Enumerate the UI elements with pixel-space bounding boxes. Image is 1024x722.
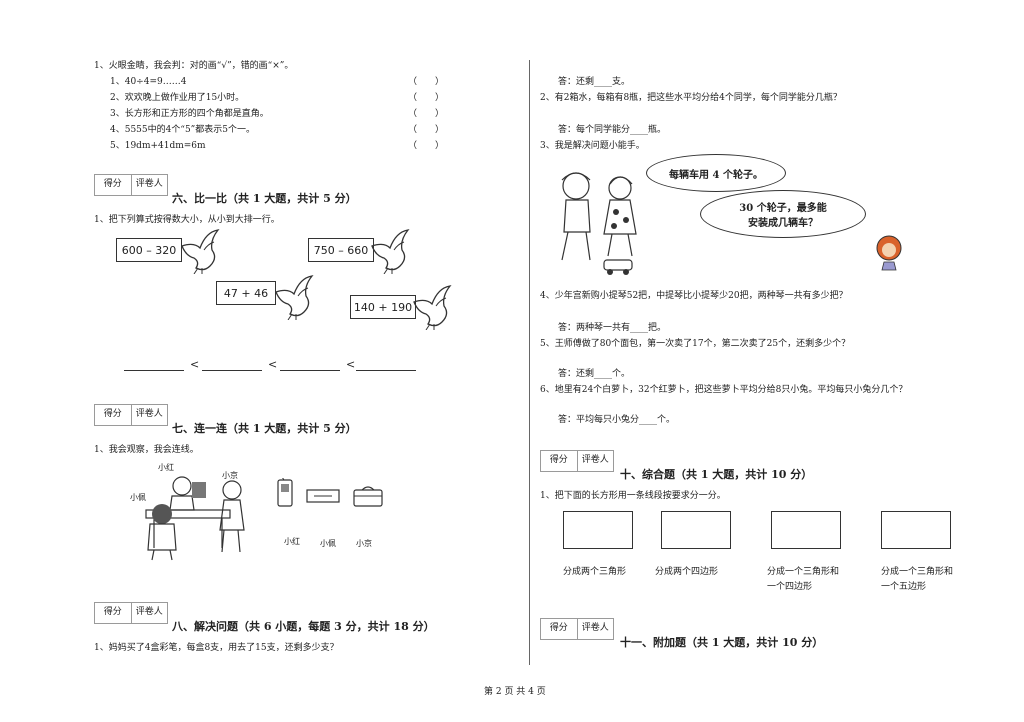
reviewer-label: 评卷人 <box>581 623 609 633</box>
name-label-xiaohong: 小红 <box>158 463 174 472</box>
section6-title: 六、比一比（共 1 大题，共计 5 分） <box>172 192 357 205</box>
speech-bubble-2: 30 个轮子，最多能 安装成几辆车？ <box>700 190 866 238</box>
score-label: 得分 <box>95 603 132 623</box>
dove-icon <box>371 229 410 274</box>
judge-item-5: 5、19dm+41dm=6m <box>110 141 206 151</box>
score-box-6: 得分 评卷人 <box>94 174 168 196</box>
question-5: 5、王师傅做了80个面包，第一次卖了17个，第二次卖了25个，还剩多少个？ <box>540 339 851 349</box>
name-label-xiaojing: 小京 <box>356 539 372 548</box>
rectangle-2[interactable] <box>661 511 731 549</box>
order-blank-1[interactable] <box>124 370 184 371</box>
caption-3-line-2: 一个四边形 <box>767 582 813 592</box>
section8-question-1: 1、妈妈买了4盒彩笔，每盒8支，用去了15支，还剩多少支？ <box>94 643 339 653</box>
speech-bubble-1: 每辆车用 4 个轮子。 <box>646 154 786 192</box>
score-label: 得分 <box>95 175 132 195</box>
section8-title: 八、解决问题（共 6 小题，每题 3 分，共计 18 分） <box>172 620 435 633</box>
name-label-xiaopei: 小佩 <box>320 539 336 548</box>
bubble-1-text: 每辆车用 4 个轮子。 <box>669 169 763 181</box>
answer-4: 答：两种琴一共有____把。 <box>558 323 667 333</box>
reviewer-label: 评卷人 <box>581 455 609 465</box>
dove-icon <box>275 275 314 320</box>
girl-head-icon <box>876 235 902 271</box>
section10-title: 十、综合题（共 1 大题，共计 10 分） <box>620 468 813 481</box>
question-6: 6、地里有24个白萝卜，32个红萝卜，把这些萝卜平均分给8只小兔。平均每只小兔分… <box>540 385 908 395</box>
caption-3-line-1: 分成一个三角形和 <box>767 567 840 577</box>
question-2: 2、有2箱水，每箱有8瓶，把这些水平均分给4个同学，每个同学能分几瓶？ <box>540 93 842 103</box>
answer-5: 答：还剩____个。 <box>558 369 631 379</box>
judge-item-4: 4、5555中的4个“5”都表示5个一。 <box>110 125 256 135</box>
question-3: 3、我是解决问题小能手。 <box>540 141 645 151</box>
rectangle-4[interactable] <box>881 511 951 549</box>
reviewer-label: 评卷人 <box>135 409 163 419</box>
section6-question: 1、把下列算式按得数大小，从小到大排一行。 <box>94 215 280 225</box>
section7-title: 七、连一连（共 1 大题，共计 5 分） <box>172 422 357 435</box>
rectangle-3[interactable] <box>771 511 841 549</box>
score-label: 得分 <box>541 619 578 639</box>
lt-sign: < <box>346 358 356 371</box>
score-box-8: 得分 评卷人 <box>94 602 168 624</box>
caption-1: 分成两个三角形 <box>563 567 627 577</box>
order-blank-2[interactable] <box>202 370 262 371</box>
name-label-xiaopei: 小佩 <box>130 493 146 502</box>
bubble-2-line-2: 安装成几辆车？ <box>748 218 818 229</box>
page-footer: 第 2 页 共 4 页 <box>484 687 546 697</box>
order-blank-4[interactable] <box>356 370 416 371</box>
score-box-7: 得分 评卷人 <box>94 404 168 426</box>
dove-icon <box>181 229 220 274</box>
score-label: 得分 <box>541 451 578 471</box>
score-box-11: 得分 评卷人 <box>540 618 614 640</box>
score-label: 得分 <box>95 405 132 425</box>
judge-paren-5[interactable]: （ ） <box>408 141 445 151</box>
pencil-case-icon <box>306 489 340 503</box>
expr-47-46: 47 + 46 <box>216 281 276 305</box>
section7-question: 1、我会观察，我会连线。 <box>94 445 199 455</box>
judge-paren-2[interactable]: （ ） <box>408 93 445 103</box>
caption-4-line-1: 分成一个三角形和 <box>881 567 954 577</box>
kids-with-toy-car-icon <box>561 172 637 275</box>
dove-icon <box>413 285 452 330</box>
caption-4-line-2: 一个五边形 <box>881 582 927 592</box>
caption-2: 分成两个四边形 <box>655 567 719 577</box>
reviewer-label: 评卷人 <box>135 607 163 617</box>
kids-at-table-icon <box>145 476 245 561</box>
answer-1: 答：还剩____支。 <box>558 77 631 87</box>
reviewer-label: 评卷人 <box>135 179 163 189</box>
judge-paren-4[interactable]: （ ） <box>408 125 445 135</box>
section10-question: 1、把下面的长方形用一条线段按要求分一分。 <box>540 491 726 501</box>
lt-sign: < <box>190 358 200 371</box>
bubble-2-line-1: 30 个轮子，最多能 <box>739 203 827 214</box>
column-divider <box>529 60 530 665</box>
expr-750-660: 750 – 660 <box>308 238 374 262</box>
section11-title: 十一、附加题（共 1 大题，共计 10 分） <box>620 636 824 649</box>
question-4: 4、少年宫新购小提琴52把，中提琴比小提琴少20把，两种琴一共有多少把？ <box>540 291 848 301</box>
lt-sign: < <box>268 358 278 371</box>
answer-2: 答：每个同学能分____瓶。 <box>558 125 667 135</box>
expr-600-320: 600 – 320 <box>116 238 182 262</box>
expr-140-190: 140 + 190 <box>350 295 416 319</box>
judge-item-1: 1、40÷4=9……4 <box>110 77 187 87</box>
schoolbag-icon <box>353 486 383 507</box>
judge-item-3: 3、长方形和正方形的四个角都是直角。 <box>110 109 269 119</box>
score-box-10: 得分 评卷人 <box>540 450 614 472</box>
rectangle-1[interactable] <box>563 511 633 549</box>
name-label-xiaohong: 小红 <box>284 537 300 546</box>
answer-6: 答：平均每只小兔分____个。 <box>558 415 676 425</box>
judge-paren-3[interactable]: （ ） <box>408 109 445 119</box>
judge-paren-1[interactable]: （ ） <box>408 77 445 87</box>
phone-icon <box>277 478 293 507</box>
judge-item-2: 2、欢欢晚上做作业用了15小时。 <box>110 93 245 103</box>
order-blank-3[interactable] <box>280 370 340 371</box>
name-label-xiaojing: 小京 <box>222 471 238 480</box>
judge-instruction: 1、火眼金睛，我会判：对的画“√”，错的画“×”。 <box>94 61 294 71</box>
